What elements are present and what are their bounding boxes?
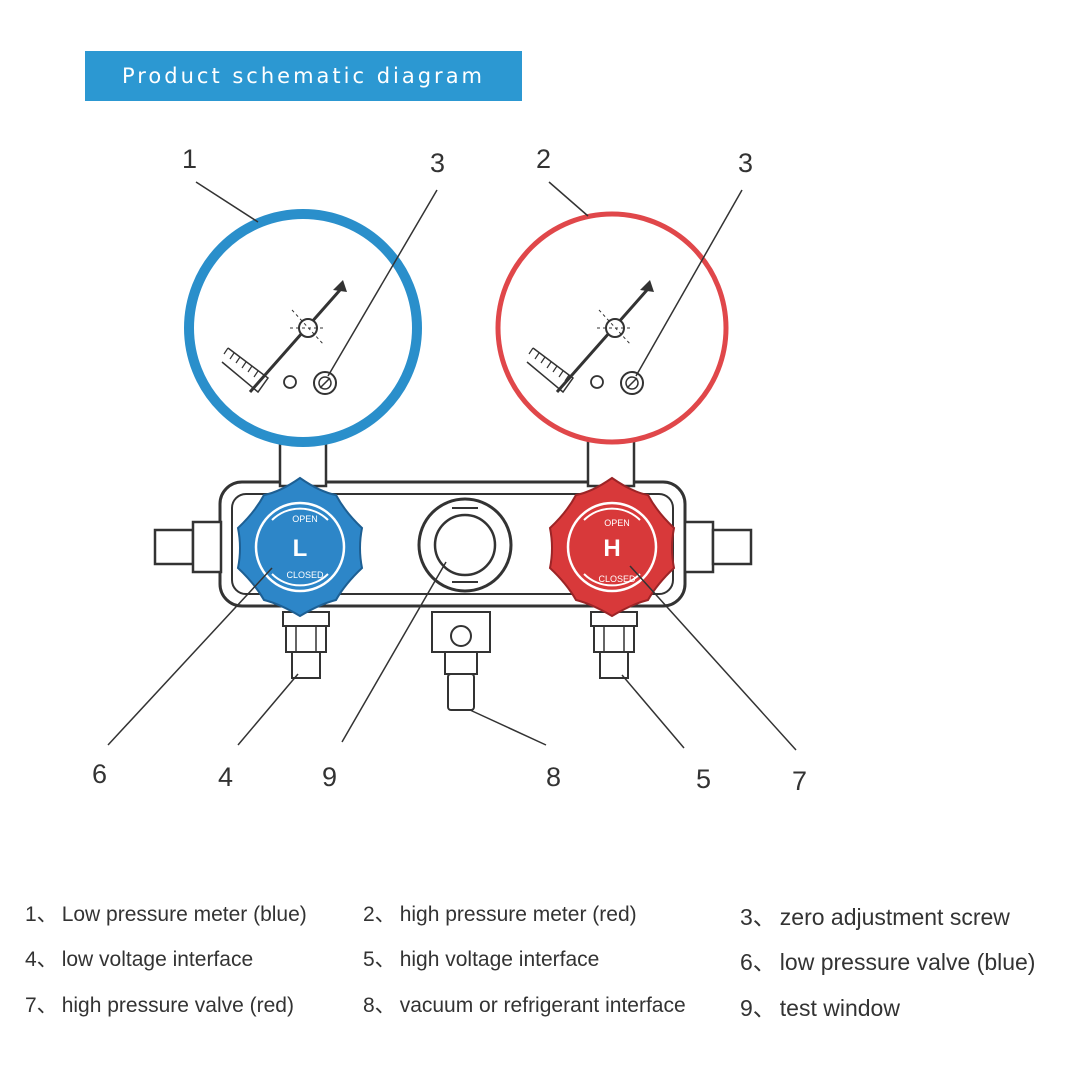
low-gauge-needle (248, 289, 342, 393)
low-zero-adjustment-screw (313, 371, 337, 395)
high-pressure-gauge (495, 211, 729, 445)
legend-item: 2、high pressure meter (red) (363, 903, 637, 926)
legend-item: 3、zero adjustment screw (740, 904, 1010, 930)
high-zero-adjustment-screw (620, 371, 644, 395)
low-pressure-valve-knob: OPEN CLOSED L (236, 476, 364, 618)
legend-item: 7、high pressure valve (red) (25, 994, 294, 1017)
legend-item: 1、Low pressure meter (blue) (25, 903, 307, 926)
left-side-port (153, 520, 223, 574)
callout-8: 8 (546, 762, 561, 792)
callout-6: 6 (92, 759, 107, 789)
callout-3-high: 3 (738, 148, 753, 178)
manifold-gauge-diagram: OPEN CLOSED L OPEN CLOSED H 1 3 2 3 6 4 … (92, 144, 807, 796)
high-knob-letter: H (603, 535, 620, 562)
diagram-title-banner: Product schematic diagram (85, 51, 522, 101)
legend-item: 4、low voltage interface (25, 948, 254, 971)
callout-9: 9 (322, 762, 337, 792)
callout-4: 4 (218, 762, 233, 792)
legend-item: 6、low pressure valve (blue) (740, 949, 1036, 975)
callout-1: 1 (182, 144, 197, 174)
test-window (417, 497, 513, 593)
callout-2: 2 (536, 144, 551, 174)
vacuum-refrigerant-port (431, 611, 491, 711)
high-knob-open-label: OPEN (604, 518, 630, 528)
high-gauge-needle (555, 289, 649, 393)
legend-item: 8、vacuum or refrigerant interface (363, 994, 686, 1017)
callout-leader-lines (107, 181, 797, 751)
high-knob-closed-label: CLOSED (598, 574, 636, 584)
low-bottom-port (282, 611, 330, 679)
callout-5: 5 (696, 764, 711, 794)
legend-item: 5、high voltage interface (363, 948, 600, 971)
low-knob-letter: L (293, 535, 308, 562)
callout-7: 7 (792, 766, 807, 796)
legend: 1、Low pressure meter (blue) 2、high press… (0, 890, 1087, 1040)
diagram-title: Product schematic diagram (121, 64, 486, 88)
callout-3-low: 3 (430, 148, 445, 178)
high-bottom-port (590, 611, 638, 679)
low-knob-open-label: OPEN (292, 514, 318, 524)
low-gauge-stem (278, 438, 328, 488)
low-knob-closed-label: CLOSED (286, 570, 324, 580)
right-side-port (683, 520, 753, 574)
low-pressure-gauge (184, 209, 422, 447)
legend-item: 9、test window (740, 995, 900, 1021)
